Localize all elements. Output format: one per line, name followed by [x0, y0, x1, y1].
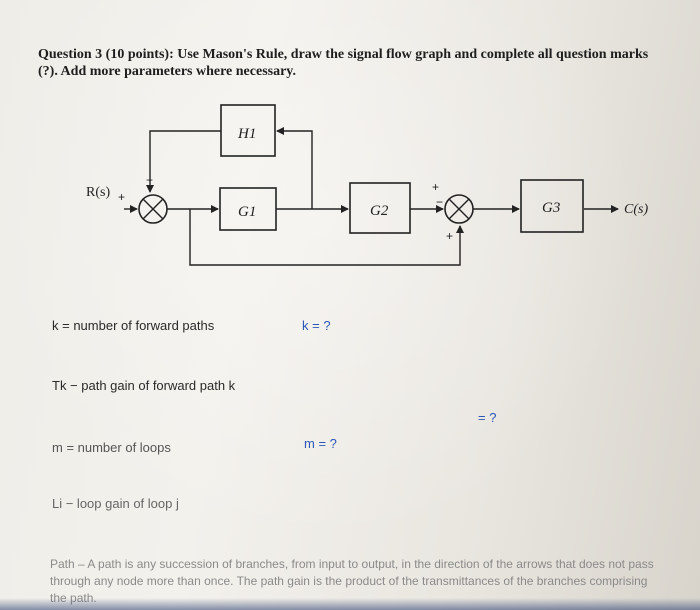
- m-definition: m = number of loops: [52, 440, 171, 455]
- tk-definition: Tk − path gain of forward path k: [52, 378, 236, 393]
- sum2-top-plus-sign: +: [432, 180, 439, 194]
- g1-label: G1: [238, 204, 256, 220]
- feedforward-path: [189, 209, 464, 266]
- input-label: R(s): [86, 185, 110, 200]
- h1-feedback-path: [276, 127, 313, 209]
- summing-junction-2: [444, 194, 474, 224]
- li-definition: Li − loop gain of loop j: [52, 496, 179, 511]
- k-answer: k = ?: [302, 318, 331, 333]
- summing-junction-1: [138, 194, 168, 224]
- g2-label: G2: [370, 203, 389, 219]
- question-title: Question 3 (10 points): Use Mason's Rule…: [38, 47, 649, 79]
- g3-label: G3: [542, 200, 560, 216]
- output-label: C(s): [624, 202, 648, 217]
- h1-to-sum1-path: [146, 130, 221, 193]
- g3-block: [520, 179, 584, 233]
- tk-answer: = ?: [478, 410, 497, 425]
- sum1-plus-sign: +: [118, 190, 125, 204]
- h1-label: H1: [237, 126, 256, 142]
- m-answer: m = ?: [304, 436, 337, 451]
- photo-bottom-edge: [0, 598, 700, 610]
- g2-block: [349, 182, 411, 234]
- k-definition: k = number of forward paths: [52, 318, 215, 333]
- sum2-left-minus-sign: −: [436, 195, 443, 209]
- sum2-bottom-plus-sign: +: [446, 229, 453, 243]
- path-definition-text: Path – A path is any succession of branc…: [50, 557, 654, 605]
